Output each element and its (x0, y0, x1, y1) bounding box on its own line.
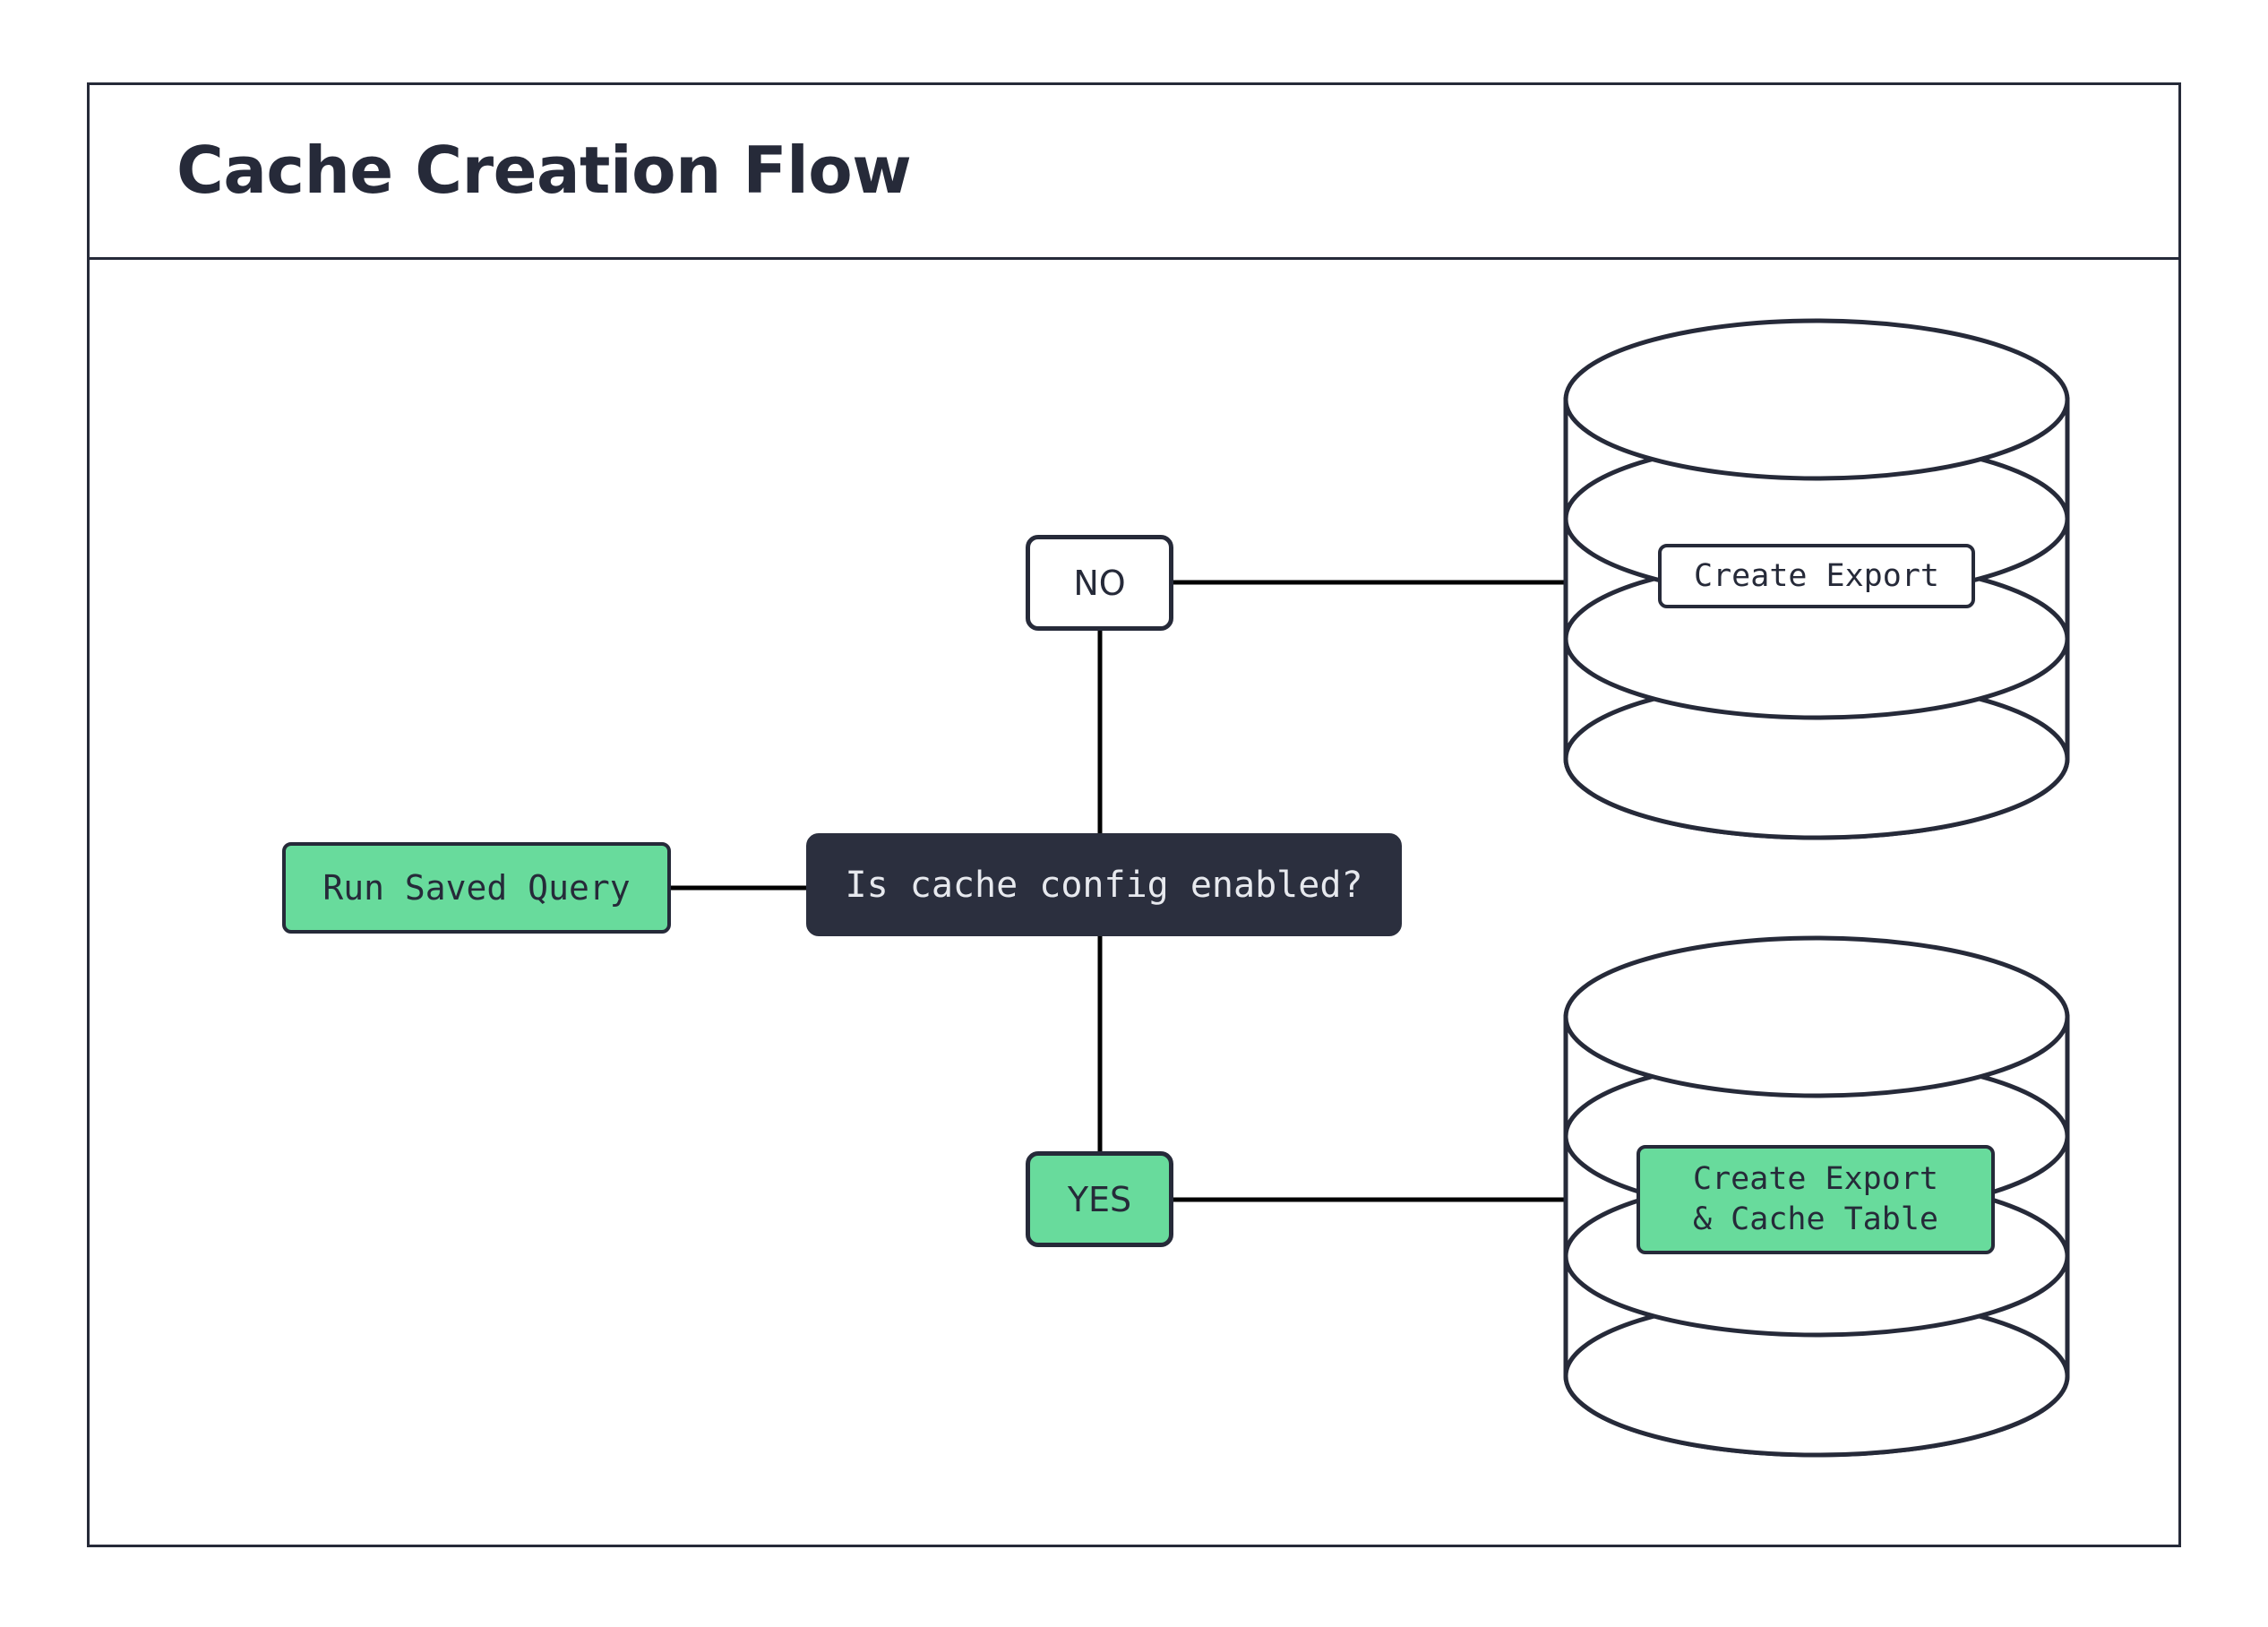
diagram-header: Cache Creation Flow (87, 82, 2181, 260)
node-branch-yes[interactable]: YES (1026, 1151, 1173, 1247)
db-export-cache-label-line2: & Cache Table (1693, 1201, 1938, 1237)
db-export-cache-label-line1: Create Export (1693, 1161, 1938, 1198)
node-run-saved-query[interactable]: Run Saved Query (282, 842, 671, 934)
node-decision-is-cache-config-enabled[interactable]: Is cache config enabled? (806, 833, 1402, 936)
node-db-export-cache-label[interactable]: Create Export & Cache Table (1637, 1145, 1995, 1254)
node-branch-no[interactable]: NO (1026, 535, 1173, 631)
diagram-frame (87, 82, 2181, 1547)
node-db-export-label[interactable]: Create Export (1658, 544, 1975, 608)
db-export-label-text: Create Export (1694, 557, 1939, 594)
page-title: Cache Creation Flow (176, 132, 912, 208)
